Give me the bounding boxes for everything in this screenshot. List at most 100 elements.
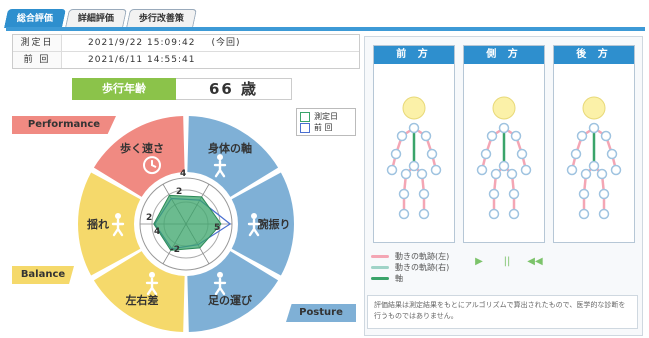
measure-date-text: 2021/9/22 15:09:42	[88, 38, 196, 48]
segment-lr[interactable]	[93, 251, 185, 332]
legend-current-label: 測定日	[314, 112, 338, 121]
skeleton-joint	[418, 188, 430, 200]
tab-detail[interactable]: 詳細評価	[64, 9, 128, 28]
skeleton-joint	[610, 164, 622, 176]
skeleton-joint	[420, 130, 432, 142]
previous-date-label: 前 回	[13, 52, 62, 68]
skeleton-joint	[426, 148, 438, 160]
overall-panel: 測定日 2021/9/22 15:09:42(今回) 前 回 2021/6/11…	[6, 34, 360, 334]
skeleton-joint	[490, 168, 502, 180]
walking-age: 歩行年齢 66 歳	[72, 78, 292, 100]
skeleton-joint	[418, 208, 430, 220]
skeleton-joint	[576, 130, 588, 142]
pause-icon[interactable]: ||	[503, 256, 511, 267]
tab-bar: 総合評価 詳細評価 歩行改善策	[3, 6, 198, 28]
radar-legend: 測定日 前 回	[296, 108, 356, 136]
segment-label-trunk: 身体の軸	[208, 141, 252, 155]
skeleton-joint	[606, 148, 618, 160]
skeleton-joint	[596, 168, 608, 180]
skeleton-joint	[510, 130, 522, 142]
skeleton-joint	[386, 164, 398, 176]
skeleton-joint	[390, 148, 402, 160]
legend-left-trajectory: 動きの軌跡(左)	[371, 251, 449, 262]
walker-icon	[213, 154, 227, 178]
skeleton-joint	[598, 208, 610, 220]
segment-arm[interactable]	[231, 172, 294, 276]
tab-improvement[interactable]: 歩行改善策	[126, 9, 198, 28]
axis-swatch	[371, 277, 389, 280]
legend-axis: 軸	[371, 273, 449, 284]
back-view-title: 後 方	[554, 46, 634, 64]
segment-label-lr: 左右差	[125, 293, 159, 307]
radar-tick-label: 2	[176, 187, 182, 197]
tab-overall[interactable]: 総合評価	[3, 9, 67, 28]
radar-tick-label: 4	[154, 227, 160, 237]
right-trajectory-label: 動きの軌跡(右)	[395, 263, 450, 272]
walker-icon	[145, 271, 159, 296]
left-trajectory-swatch	[371, 255, 389, 258]
front-skeleton	[386, 96, 442, 220]
walking-age-value: 66 歳	[176, 78, 292, 100]
skeleton-joint	[400, 168, 412, 180]
radar-tick-label: 4	[180, 169, 186, 179]
skeleton-joint	[506, 168, 518, 180]
date-table: 測定日 2021/9/22 15:09:42(今回) 前 回 2021/6/11…	[12, 34, 360, 69]
skeleton-joint	[588, 160, 600, 172]
skeleton-joint	[578, 208, 590, 220]
skeleton-joint	[408, 160, 420, 172]
skeleton-head	[402, 96, 426, 120]
walker-icon	[213, 271, 227, 296]
legend-previous: 前 回	[300, 122, 352, 133]
side-skeleton	[476, 96, 532, 220]
front-view: 前 方	[373, 45, 455, 243]
legend-right-trajectory: 動きの軌跡(右)	[371, 262, 449, 273]
axis-label: 軸	[395, 274, 403, 283]
play-icon[interactable]: ▶	[475, 256, 483, 267]
radar-tick-label: -2	[170, 245, 180, 255]
posture-views: 前 方 側 方 後 方	[373, 45, 635, 243]
disclaimer-note: 評価結果は測定結果をもとにアルゴリズムで算出されたもので、医学的な診断を行うもの…	[367, 295, 638, 329]
skeleton-joint	[516, 148, 528, 160]
legend-current: 測定日	[300, 111, 352, 122]
measure-date-row: 測定日 2021/9/22 15:09:42(今回)	[13, 35, 359, 52]
skeleton-joint	[480, 148, 492, 160]
skeleton-joint	[488, 188, 500, 200]
skeleton-joint	[588, 122, 600, 134]
segment-sway[interactable]	[78, 172, 141, 276]
segment-foot[interactable]	[187, 251, 279, 332]
skeleton-joint	[600, 130, 612, 142]
segment-label-sway: 揺れ	[87, 217, 109, 231]
radar-tick-label: 5	[214, 223, 220, 233]
skeleton-joint	[498, 160, 510, 172]
legend-current-swatch	[300, 111, 310, 122]
skeleton-joint	[580, 168, 592, 180]
right-trajectory-swatch	[371, 266, 389, 269]
front-view-title: 前 方	[374, 46, 454, 64]
previous-date-row: 前 回 2021/6/11 14:55:41	[13, 52, 359, 68]
measure-date-label: 測定日	[13, 35, 62, 51]
segment-label-arm: 腕振り	[258, 217, 291, 231]
skeleton-joint	[508, 188, 520, 200]
skeleton-joint	[416, 168, 428, 180]
skeleton-joint	[488, 208, 500, 220]
skeleton-joint	[598, 188, 610, 200]
walker-icon	[111, 213, 125, 237]
radar-tick-label: 2	[146, 213, 152, 223]
rewind-icon[interactable]: ◀◀	[527, 256, 543, 267]
left-trajectory-label: 動きの軌跡(左)	[395, 252, 450, 261]
tab-overall-label: 総合評価	[16, 14, 53, 24]
posture-panel: 前 方 側 方 後 方 動きの軌跡(左) 動きの軌跡(右) 軸 ▶ || ◀◀ …	[364, 36, 643, 336]
performance-badge: Performance	[12, 116, 116, 134]
skeleton-joint	[498, 122, 510, 134]
skeleton-joint	[486, 130, 498, 142]
skeleton-joint	[396, 130, 408, 142]
clock-icon	[143, 156, 161, 175]
playback-controls: ▶ || ◀◀	[467, 255, 551, 269]
skeleton-joint	[508, 208, 520, 220]
side-view: 側 方	[463, 45, 545, 243]
skeleton-joint	[408, 122, 420, 134]
skeleton-joint	[566, 164, 578, 176]
segment-speed[interactable]	[93, 116, 185, 197]
segment-trunk[interactable]	[187, 116, 279, 197]
